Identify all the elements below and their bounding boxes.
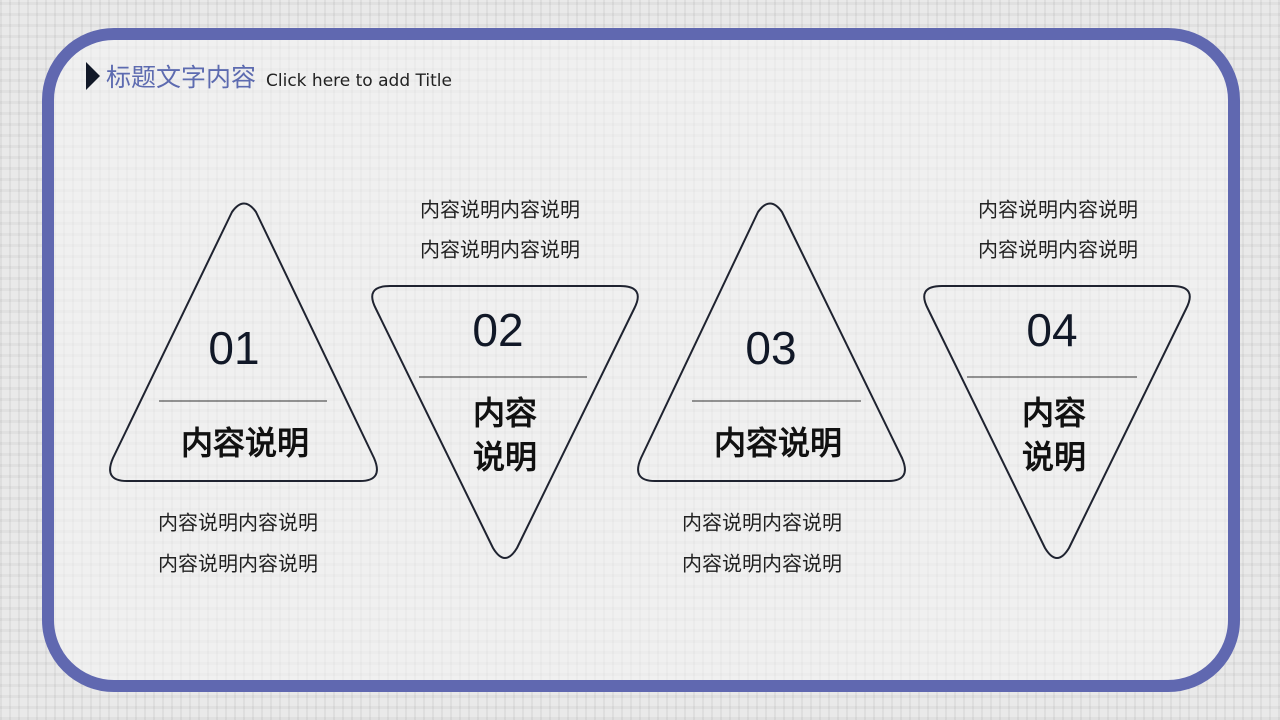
number-04: 04 bbox=[1026, 304, 1078, 356]
label-02-line-2: 说明 bbox=[472, 438, 538, 476]
label-04-line-1: 内容 bbox=[1021, 394, 1087, 432]
triangle-02 bbox=[371, 285, 639, 559]
desc-04-line-2: 内容说明内容说明 bbox=[978, 237, 1138, 262]
label-02: 内容 说明 bbox=[473, 391, 537, 479]
triangle-04 bbox=[923, 285, 1191, 559]
label-01: 内容说明 bbox=[180, 424, 310, 462]
label-02-line-1: 内容 bbox=[472, 394, 538, 432]
triangle-01 bbox=[109, 202, 378, 482]
desc-04-line-1: 内容说明内容说明 bbox=[978, 197, 1138, 222]
label-04: 内容 说明 bbox=[1022, 391, 1086, 479]
label-03: 内容说明 bbox=[713, 424, 843, 462]
slide-title: 标题文字内容 Click here to add Title bbox=[86, 58, 452, 94]
number-02: 02 bbox=[472, 304, 524, 356]
desc-02-line-1: 内容说明内容说明 bbox=[420, 197, 580, 222]
desc-01-line-2: 内容说明内容说明 bbox=[158, 551, 318, 576]
title-subtitle[interactable]: Click here to add Title bbox=[266, 71, 452, 91]
label-04-line-2: 说明 bbox=[1021, 438, 1087, 476]
desc-02-line-2: 内容说明内容说明 bbox=[420, 237, 580, 262]
number-03: 03 bbox=[745, 322, 797, 374]
desc-01-line-1: 内容说明内容说明 bbox=[158, 510, 318, 535]
slide-frame bbox=[42, 28, 1240, 692]
triangle-03 bbox=[637, 202, 906, 482]
desc-03-line-2: 内容说明内容说明 bbox=[682, 551, 842, 576]
title-main: 标题文字内容 bbox=[106, 63, 257, 92]
number-01: 01 bbox=[208, 322, 260, 374]
desc-03-line-1: 内容说明内容说明 bbox=[682, 510, 842, 535]
title-marker-icon bbox=[86, 62, 100, 90]
